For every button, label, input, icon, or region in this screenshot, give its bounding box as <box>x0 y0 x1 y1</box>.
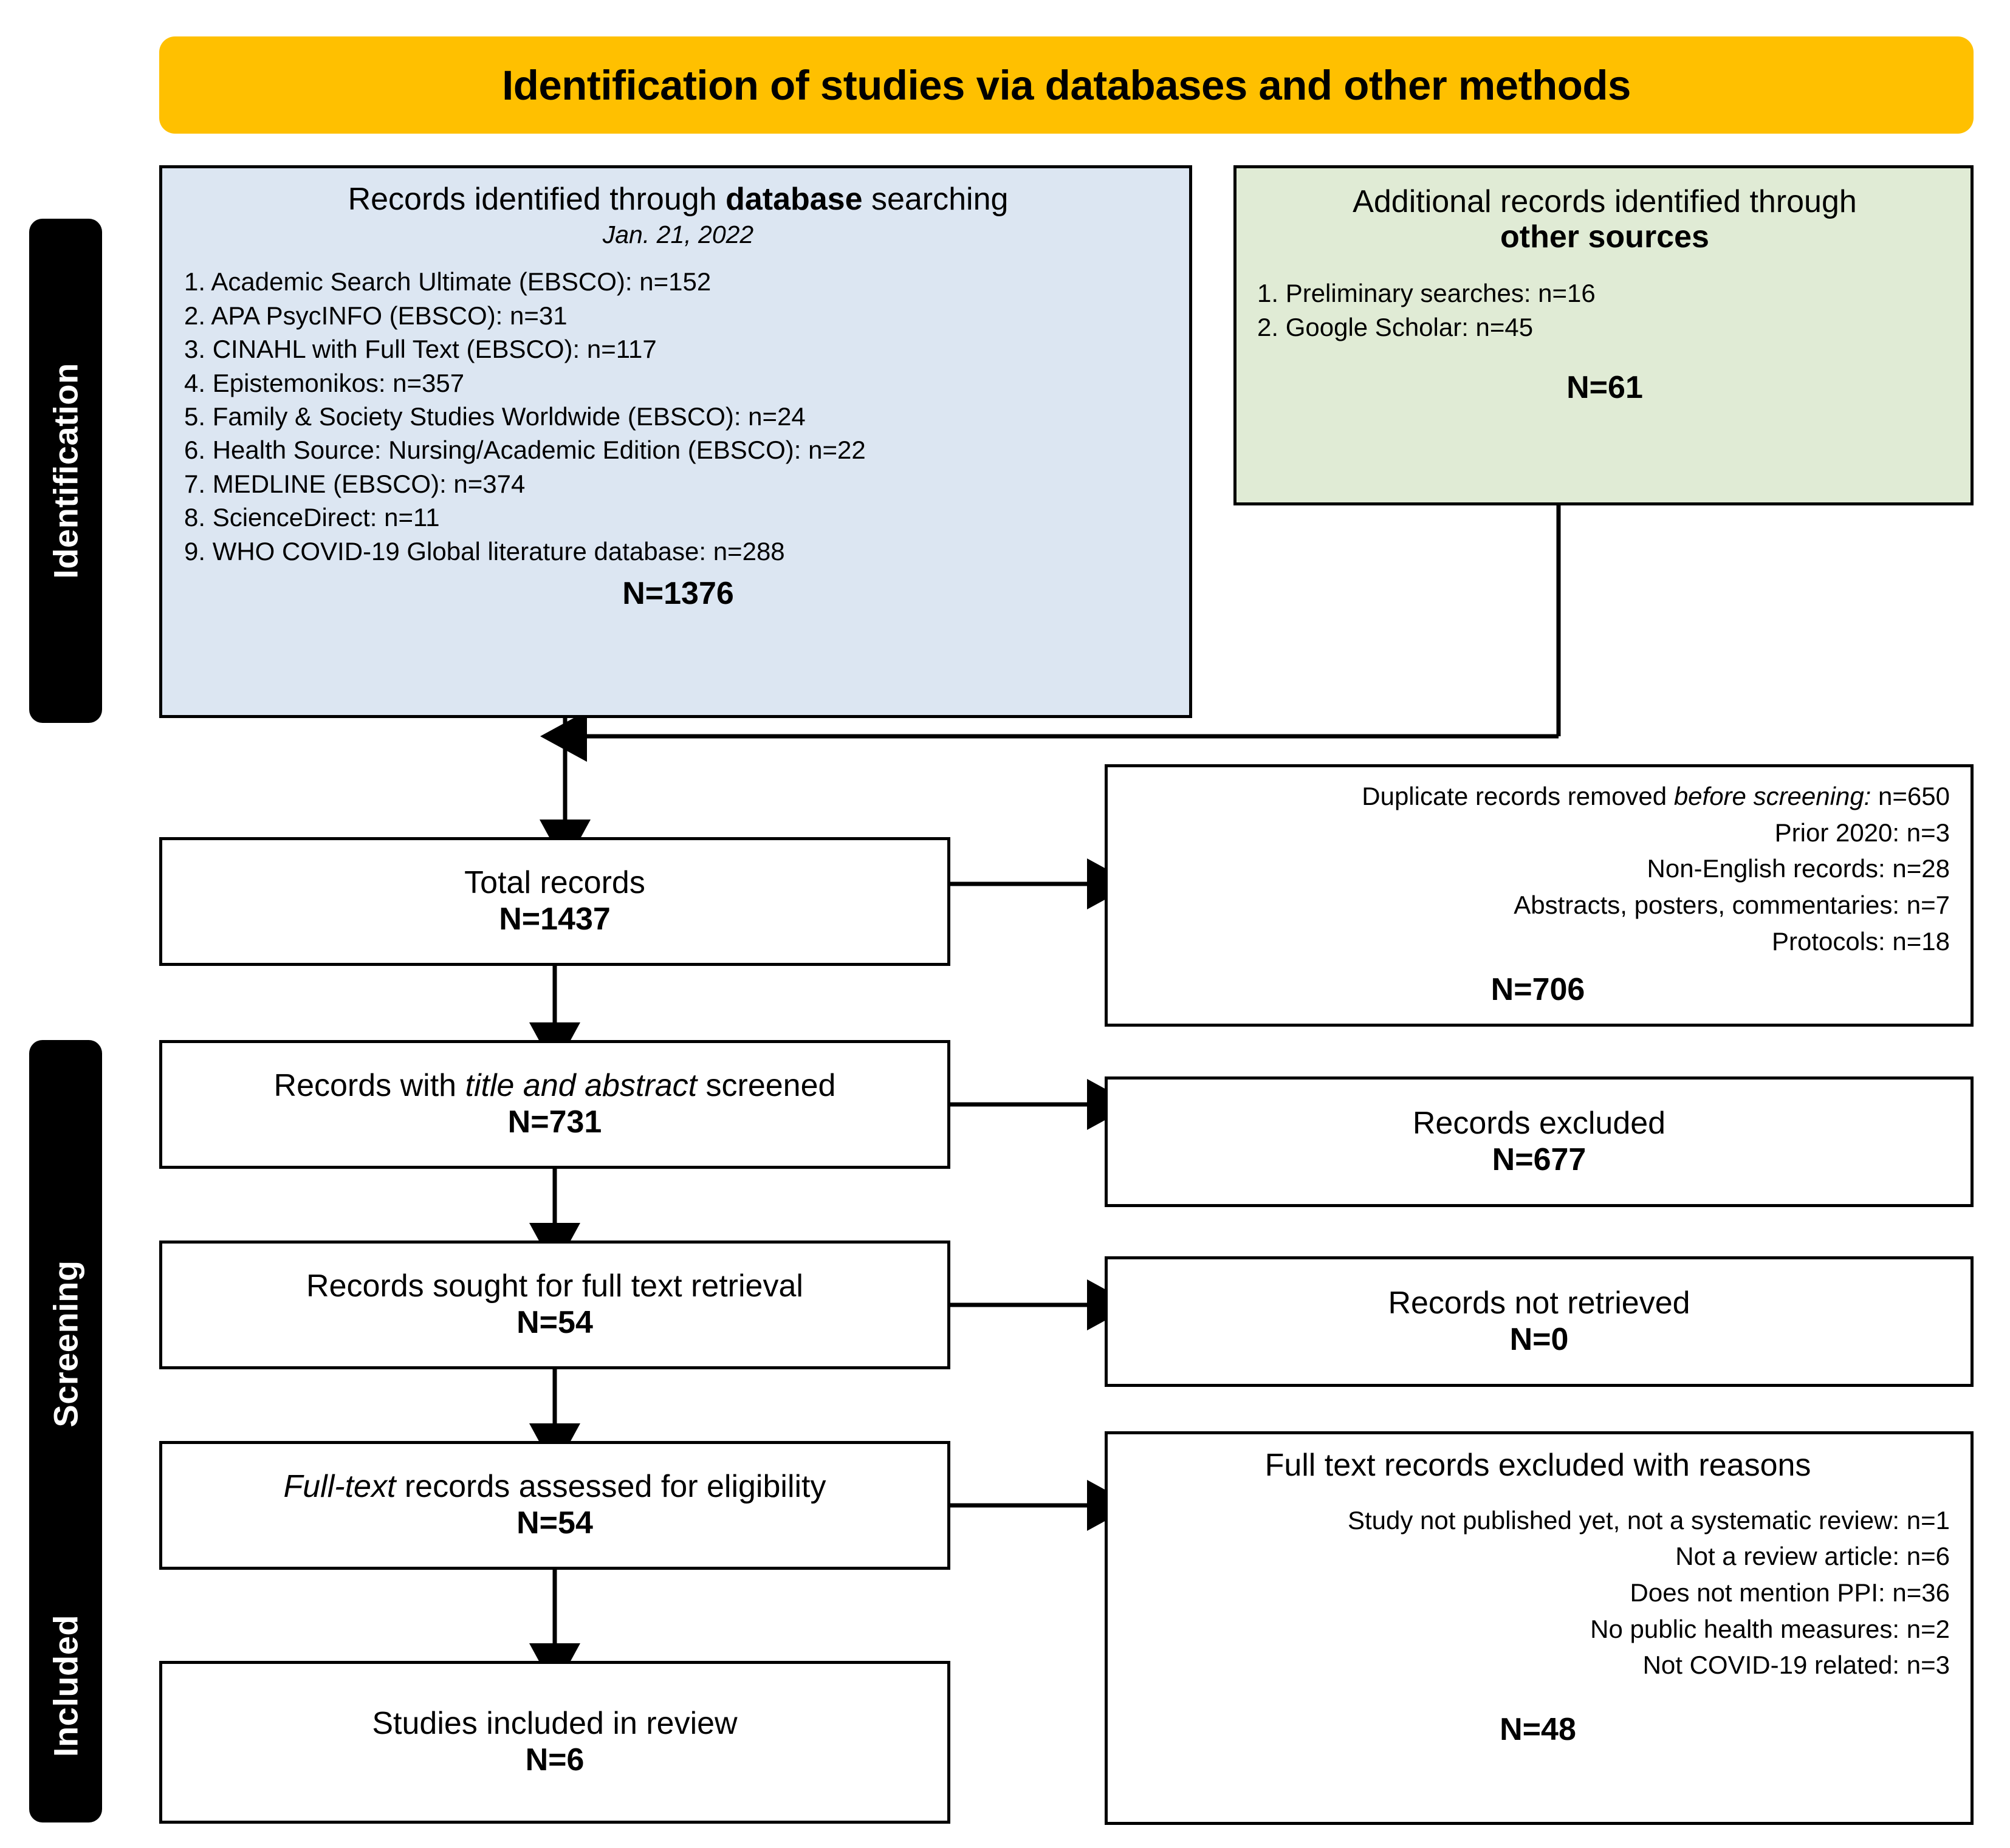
other-sources-heading-line2: other sources <box>1500 219 1709 255</box>
records-excluded-count: N=677 <box>1492 1141 1586 1177</box>
stage-label-screening: Screening <box>46 1260 85 1428</box>
title-abstract-count: N=731 <box>507 1104 602 1140</box>
box-fulltext-excluded-reasons: Full text records excluded with reasons … <box>1105 1431 1974 1825</box>
box-records-excluded: Records excluded N=677 <box>1105 1076 1974 1207</box>
fulltext-excluded-heading: Full text records excluded with reasons <box>1264 1448 1811 1483</box>
list-item: 2. Google Scholar: n=45 <box>1257 312 1534 341</box>
list-item: Not a review article: n=6 <box>1675 1542 1950 1571</box>
records-excluded-label: Records excluded <box>1412 1105 1666 1141</box>
list-item: Prior 2020: n=3 <box>1774 818 1950 847</box>
total-records-label: Total records <box>464 865 645 901</box>
list-item: Protocols: n=18 <box>1771 926 1950 956</box>
database-source-list: 1. Academic Search Ultimate (EBSCO): n=1… <box>184 265 1172 568</box>
list-item: No public health measures: n=2 <box>1590 1614 1950 1643</box>
stage-bar-included: Included <box>29 1549 102 1822</box>
fulltext-excluded-reason-list: Study not published yet, not a systemati… <box>1126 1502 1950 1683</box>
fulltext-excluded-total: N=48 <box>1500 1711 1576 1747</box>
box-records-sought-full-text: Records sought for full text retrieval N… <box>159 1241 950 1369</box>
list-item: 4. Epistemonikos: n=357 <box>184 368 465 397</box>
box-records-not-retrieved: Records not retrieved N=0 <box>1105 1256 1974 1387</box>
list-item: 1. Academic Search Ultimate (EBSCO): n=1… <box>184 267 712 296</box>
other-sources-list: 1. Preliminary searches: n=16 2. Google … <box>1257 276 1952 344</box>
list-item: 1. Preliminary searches: n=16 <box>1257 279 1596 308</box>
list-item: 2. APA PsycINFO (EBSCO): n=31 <box>184 301 568 330</box>
box-duplicates-removed: Duplicate records removed before screeni… <box>1105 764 1974 1027</box>
box-studies-included: Studies included in review N=6 <box>159 1661 950 1824</box>
list-item: 7. MEDLINE (EBSCO): n=374 <box>184 469 526 498</box>
stage-bar-identification: Identification <box>29 219 102 723</box>
total-records-count: N=1437 <box>499 902 611 937</box>
list-item: 5. Family & Society Studies Worldwide (E… <box>184 402 806 431</box>
list-item: 6. Health Source: Nursing/Academic Editi… <box>184 436 866 465</box>
box-fulltext-assessed: Full-text records assessed for eligibili… <box>159 1441 950 1570</box>
fulltext-assessed-count: N=54 <box>516 1505 593 1541</box>
list-item: Not COVID-19 related: n=3 <box>1642 1651 1950 1680</box>
not-retrieved-count: N=0 <box>1509 1321 1569 1357</box>
duplicates-total: N=706 <box>1490 972 1585 1008</box>
list-item: Abstracts, posters, commentaries: n=7 <box>1514 890 1950 919</box>
database-box-heading: Records identified through database sear… <box>348 182 1009 217</box>
list-item: Does not mention PPI: n=36 <box>1630 1578 1950 1607</box>
list-item: Non-English records: n=28 <box>1647 854 1950 883</box>
studies-included-label: Studies included in review <box>372 1706 738 1742</box>
fulltext-assessed-label: Full-text records assessed for eligibili… <box>283 1469 826 1505</box>
box-other-sources: Additional records identified through ot… <box>1233 165 1974 505</box>
diagram-title-banner: Identification of studies via databases … <box>159 36 1974 134</box>
sought-full-label: Records sought for full text retrieval <box>306 1268 803 1304</box>
box-total-records: Total records N=1437 <box>159 837 950 966</box>
stage-label-identification: Identification <box>46 363 85 579</box>
box-database-search: Records identified through database sear… <box>159 165 1192 718</box>
list-item: 9. WHO COVID-19 Global literature databa… <box>184 536 785 566</box>
box-title-abstract-screened: Records with title and abstract screened… <box>159 1040 950 1169</box>
sought-full-count: N=54 <box>516 1305 593 1340</box>
stage-bar-screening: Screening <box>29 1040 102 1648</box>
title-abstract-label: Records with title and abstract screened <box>273 1068 836 1104</box>
list-item: Study not published yet, not a systemati… <box>1347 1505 1950 1535</box>
page-title: Identification of studies via databases … <box>502 61 1631 109</box>
list-item: 8. ScienceDirect: n=11 <box>184 503 440 532</box>
other-sources-heading-line1: Additional records identified through <box>1353 184 1857 219</box>
database-search-date: Jan. 21, 2022 <box>602 221 754 249</box>
list-item: 3. CINAHL with Full Text (EBSCO): n=117 <box>184 335 657 364</box>
list-item: Duplicate records removed before screeni… <box>1362 782 1950 810</box>
other-sources-total: N=61 <box>1566 370 1643 406</box>
duplicates-reason-list: Duplicate records removed before screeni… <box>1126 778 1950 959</box>
not-retrieved-label: Records not retrieved <box>1388 1285 1690 1321</box>
stage-label-included: Included <box>46 1614 85 1757</box>
studies-included-count: N=6 <box>525 1742 585 1778</box>
database-box-total: N=1376 <box>622 576 734 612</box>
